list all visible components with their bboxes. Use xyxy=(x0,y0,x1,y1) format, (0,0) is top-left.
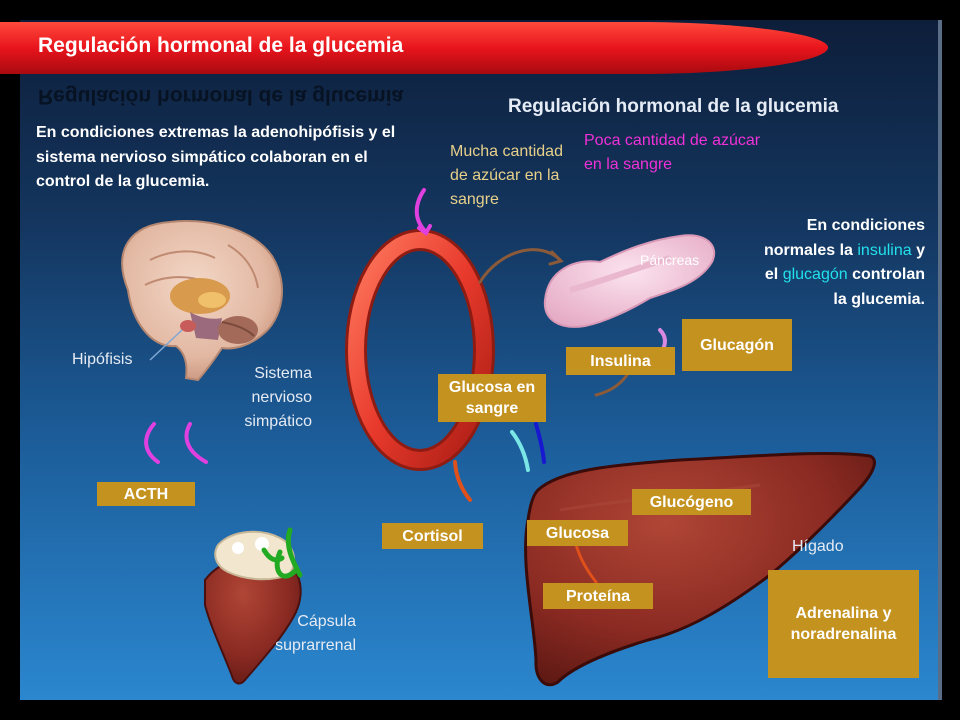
acth-box: ACTH xyxy=(97,482,195,506)
arrow-to-pancreas xyxy=(478,248,562,284)
higado-label: Hígado xyxy=(792,538,844,555)
proteina-box: Proteína xyxy=(543,583,653,609)
page-title: Regulación hormonal de la glucemia xyxy=(38,34,404,57)
arrow-magenta-top xyxy=(414,188,428,234)
arrow-green-b xyxy=(285,527,303,578)
arrows xyxy=(144,188,667,584)
arrow-acth-right xyxy=(184,422,208,464)
arrow-green-a xyxy=(274,549,299,579)
title-banner xyxy=(0,22,829,74)
adrenalina-box: Adrenalina y noradrenalina xyxy=(768,570,919,678)
capsula-label: Cápsula suprarrenal xyxy=(275,613,356,654)
arrow-acth-left xyxy=(144,422,160,464)
glucogeno-box: Glucógeno xyxy=(632,489,751,515)
normal-text-part2: y el xyxy=(764,241,925,284)
adrenal-illustration xyxy=(204,530,302,685)
brain-illustration xyxy=(121,219,284,382)
pancreas-illustration xyxy=(543,234,715,328)
normal-conditions-text: En condiciones normales la insulina y el… xyxy=(750,214,925,312)
insulina-box: Insulina xyxy=(566,347,675,375)
low-sugar-text: Poca cantidad de azúcar en la sangre xyxy=(584,132,761,173)
glucosa-box: Glucosa xyxy=(527,520,628,546)
glucagon-box: Glucagón xyxy=(682,319,792,371)
arrow-cortisol xyxy=(453,460,472,502)
cortisol-box: Cortisol xyxy=(382,523,483,549)
extreme-conditions-text: En condiciones extremas la adenohipófisi… xyxy=(36,124,396,190)
diagram-subtitle: Regulación hormonal de la glucemia xyxy=(508,96,839,117)
arrow-blue xyxy=(534,422,546,464)
sistema-nervioso-label: Sistema nervioso simpático xyxy=(244,365,312,430)
blood-glucose-ring xyxy=(345,229,495,471)
glucagon-highlight: glucagón xyxy=(782,266,848,283)
pancreas-label: Páncreas xyxy=(640,252,700,268)
insulina-highlight: insulina xyxy=(857,241,912,259)
arrow-cyan xyxy=(510,430,530,472)
normal-text-part3: controlan la glucemia. xyxy=(833,266,925,308)
glucosa-en-sangre-box: Glucosa en sangre xyxy=(438,374,546,422)
normal-text-part1: En condiciones normales la xyxy=(763,217,925,259)
high-sugar-text: Mucha cantidad de azúcar en la sangre xyxy=(450,143,563,208)
hipofisis-label: Hipófisis xyxy=(72,351,133,368)
